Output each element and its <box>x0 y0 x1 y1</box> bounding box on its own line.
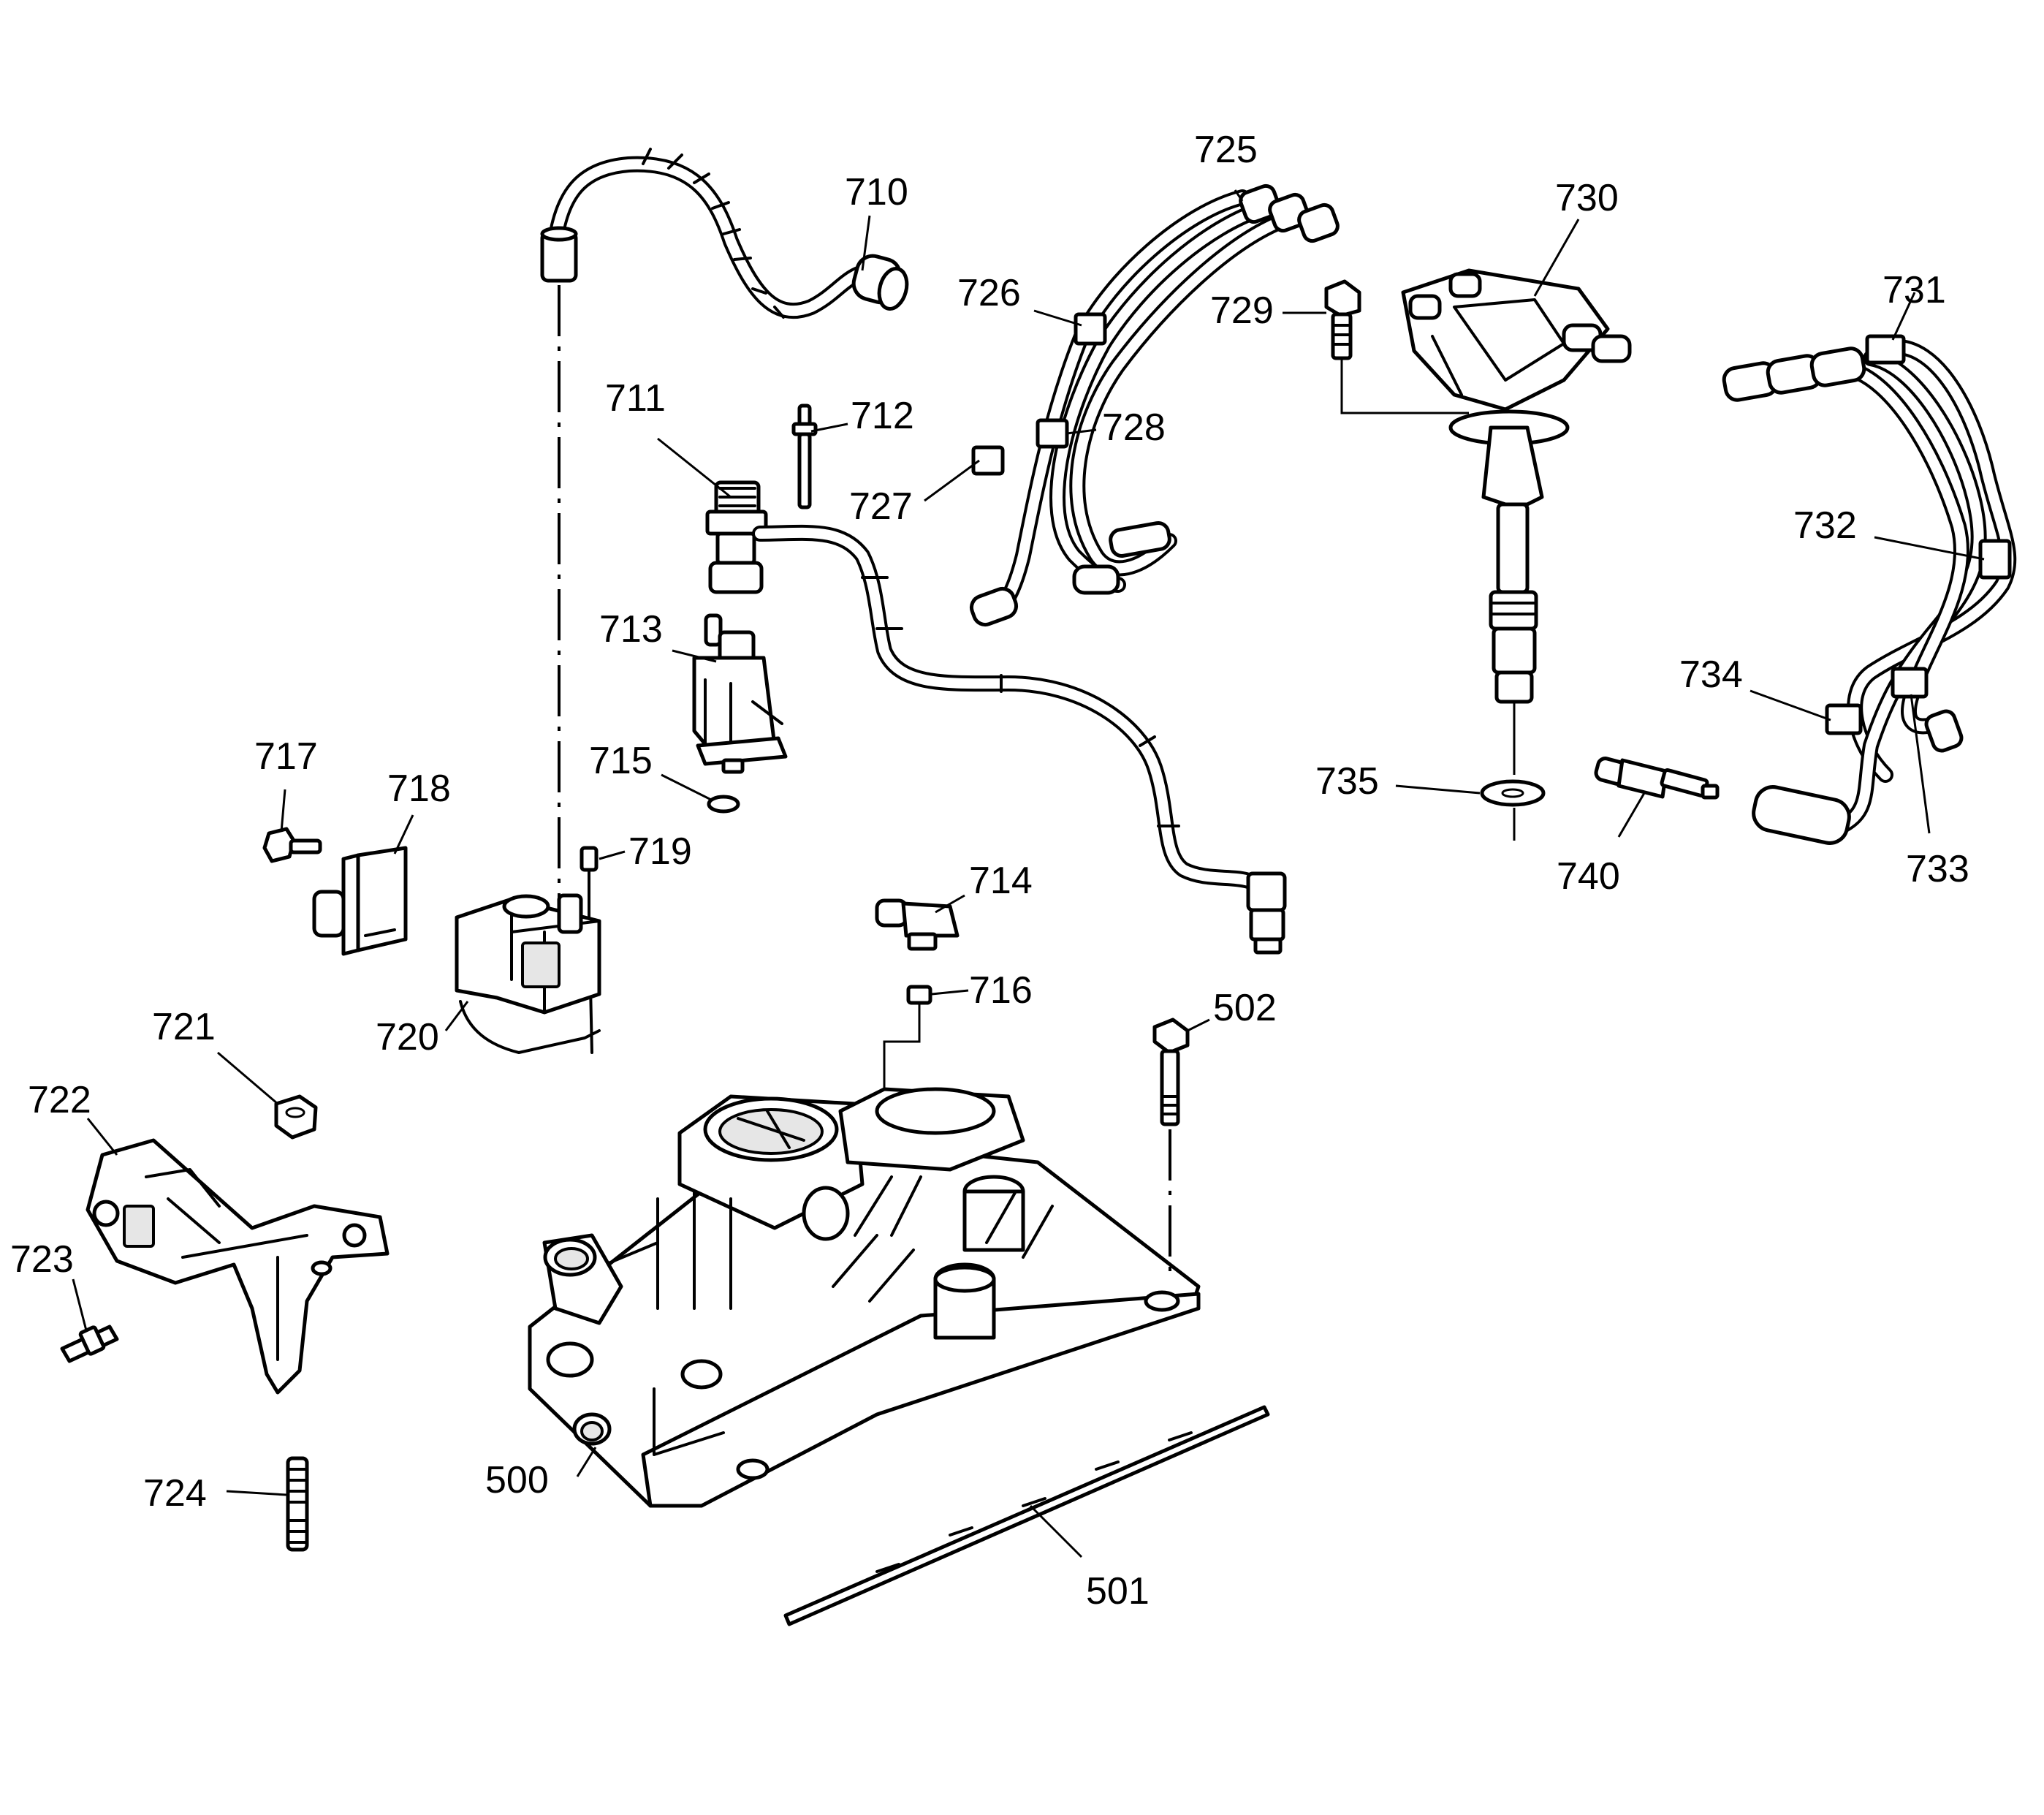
part-726-clip <box>1074 312 1107 346</box>
part-725-wire-set <box>969 183 1340 627</box>
callout-710: 710 <box>845 171 908 213</box>
callout-720: 720 <box>376 1016 439 1058</box>
part-501-gasket <box>783 1405 1270 1626</box>
callout-717: 717 <box>254 735 318 778</box>
callout-730: 730 <box>1555 177 1619 219</box>
part-718-module <box>312 846 408 956</box>
part-710-wire-harness <box>540 148 909 899</box>
callout-722: 722 <box>28 1079 91 1121</box>
callout-712: 712 <box>851 395 914 437</box>
part-721-nut <box>274 1094 318 1140</box>
part-713-solenoid <box>692 613 788 774</box>
callout-718: 718 <box>387 768 451 810</box>
part-731-wire-set <box>1722 334 2017 845</box>
part-728-clip <box>1036 418 1069 449</box>
part-733-clip <box>1891 667 1929 699</box>
part-711-valve <box>705 480 1287 955</box>
callout-502: 502 <box>1213 987 1277 1029</box>
part-729-bolt <box>1324 279 1469 414</box>
part-724-stud <box>286 1456 309 1552</box>
callout-732: 732 <box>1793 504 1857 547</box>
part-723-stud <box>60 1325 119 1363</box>
callout-727: 727 <box>849 485 913 528</box>
callout-500: 500 <box>485 1459 549 1501</box>
part-502-bolt <box>1152 1018 1190 1272</box>
callout-728: 728 <box>1102 406 1166 449</box>
callout-711: 711 <box>605 377 666 420</box>
callout-740: 740 <box>1557 855 1620 898</box>
callout-723: 723 <box>10 1238 74 1281</box>
callout-735: 735 <box>1315 760 1379 803</box>
part-716-seal <box>883 985 932 1104</box>
part-500-intake-manifold <box>528 1087 1201 1508</box>
callout-734: 734 <box>1679 653 1743 696</box>
part-740-spark-plug <box>1594 757 1720 800</box>
callout-733: 733 <box>1906 848 1969 890</box>
part-714-sensor <box>875 898 960 951</box>
callout-714: 714 <box>969 860 1033 902</box>
part-734-clip <box>1825 703 1863 735</box>
callout-719: 719 <box>628 830 692 873</box>
callout-725: 725 <box>1194 129 1258 171</box>
callout-715: 715 <box>589 740 653 782</box>
part-717-bolt <box>262 827 322 863</box>
part-727-clip <box>971 445 1005 476</box>
leader-lines <box>72 189 1985 1558</box>
part-720-ignition-coil <box>455 893 601 1054</box>
part-735-washer <box>1480 779 1546 841</box>
callout-729: 729 <box>1210 289 1274 332</box>
callout-713: 713 <box>599 608 663 651</box>
part-715-o-ring <box>707 795 740 814</box>
part-712-stud <box>791 403 818 509</box>
callout-labels: 710 711 712 713 714 715 716 717 718 719 … <box>10 129 1969 1613</box>
callout-726: 726 <box>957 272 1021 314</box>
callout-716: 716 <box>969 969 1033 1012</box>
callout-721: 721 <box>152 1006 216 1048</box>
callout-724: 724 <box>143 1472 207 1515</box>
part-722-bracket <box>86 1138 390 1395</box>
callout-501: 501 <box>1086 1570 1150 1613</box>
callout-731: 731 <box>1882 269 1946 311</box>
part-730-distributor <box>1401 268 1632 775</box>
part-732-clip <box>1978 539 2012 580</box>
